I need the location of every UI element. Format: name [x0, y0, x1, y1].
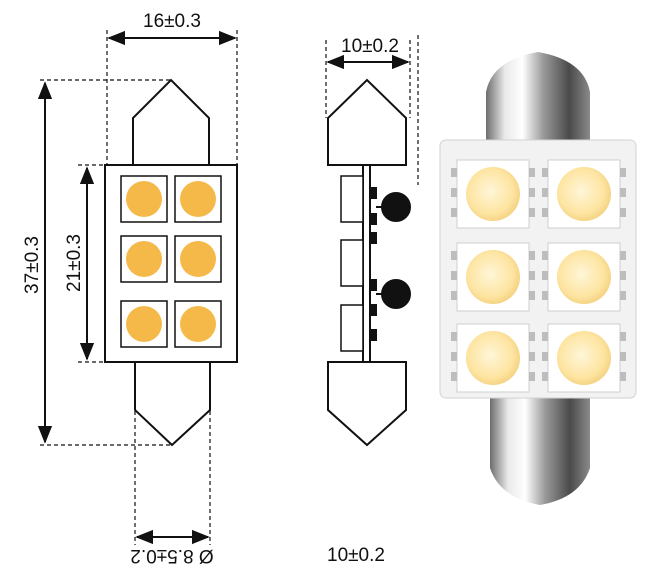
- led-dot: [180, 241, 216, 277]
- resistor-icon: [381, 279, 411, 309]
- side-dimensions: [325, 35, 419, 185]
- side-view: [327, 78, 411, 447]
- side-bottom-cap: [327, 361, 407, 447]
- front-width-label: 16±0.3: [143, 11, 201, 32]
- led-dot: [126, 306, 162, 342]
- side-width-label: 10±0.2: [341, 36, 399, 57]
- photo-top-cap: [486, 52, 590, 148]
- front-dimensions: [37, 30, 238, 545]
- led-dot: [180, 181, 216, 217]
- led-dot: [126, 241, 162, 277]
- cap-diameter-label: Ø 8.5±0.2: [130, 545, 213, 566]
- total-length-label: 37±0.3: [22, 236, 43, 294]
- side-led-bump: [340, 304, 364, 352]
- front-bottom-cap: [134, 361, 211, 447]
- body-length-label: 21±0.3: [64, 234, 85, 292]
- photo-bottom-cap: [490, 395, 590, 505]
- bottom-note-label: 10±0.2: [327, 545, 385, 566]
- led-dot: [126, 181, 162, 217]
- led-dot: [180, 306, 216, 342]
- resistor-icon: [381, 192, 411, 222]
- bulb-photo: [439, 52, 637, 505]
- side-led-bump: [340, 175, 364, 223]
- front-top-cap: [132, 78, 210, 166]
- side-led-bump: [340, 239, 364, 287]
- side-top-cap: [327, 78, 407, 166]
- front-led-grid: [120, 175, 222, 348]
